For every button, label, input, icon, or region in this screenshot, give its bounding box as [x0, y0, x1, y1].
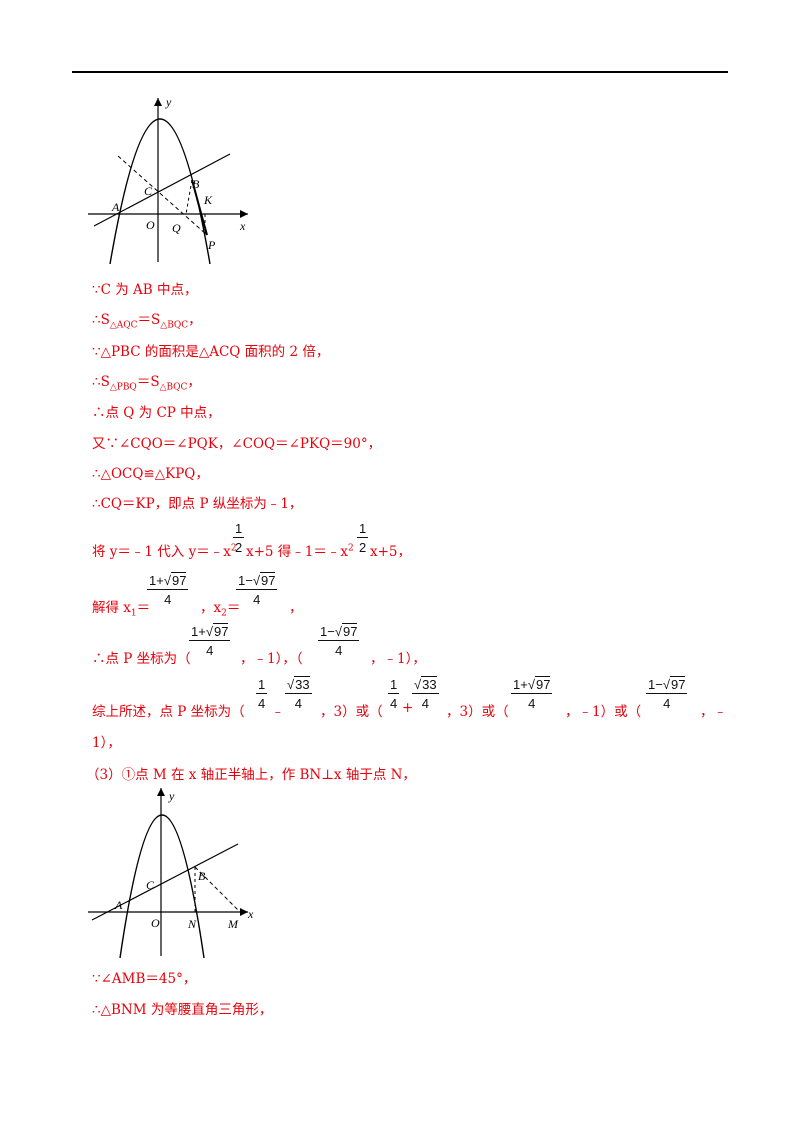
text-line-12g: ，﹣ — [700, 704, 727, 720]
fig2-C-label: C — [146, 878, 155, 892]
fig2-A-label: A — [114, 898, 123, 912]
fig2-N-label: N — [187, 917, 197, 931]
text-line-10e: ， — [289, 600, 303, 616]
text-line-11a: ∴点 P 坐标为（ — [92, 651, 191, 667]
fig1-B-label: B — [192, 177, 200, 191]
figure-parabola-1: y x A C B K O Q P — [88, 92, 258, 264]
text-line-11c: ，﹣1）， — [370, 651, 426, 667]
text-line-4: ∴S△PBQ＝S△BQC， — [92, 374, 201, 393]
fig2-M-label: M — [227, 917, 239, 931]
fig1-y-label: y — [165, 95, 172, 109]
text-line-2: ∴S△AQC＝S△BQC， — [92, 312, 202, 331]
text-line-7: ∴△OCQ≌△KPQ， — [92, 466, 209, 482]
fig2-B-label: B — [198, 869, 206, 883]
fig1-O-label: O — [146, 218, 155, 232]
sub-pbq: △PBQ — [109, 382, 137, 393]
fig1-A-label: A — [111, 200, 120, 214]
text-line-10c: ，x2＝ — [200, 600, 241, 619]
text-line-12a: 综上所述，点 P 坐标为（ — [92, 704, 245, 720]
sub-bqc: △BQC — [160, 320, 189, 331]
text-line-11b: ，﹣1），（ — [240, 651, 303, 667]
fig1-P-label: P — [207, 238, 216, 252]
text-line-15: ∵∠AMB＝45°， — [92, 971, 197, 987]
text-line-13: 1）， — [92, 735, 121, 751]
sub-aqc: △AQC — [109, 320, 138, 331]
text-line-16: ∴△BNM 为等腰直角三角形， — [92, 1002, 273, 1018]
text-line-12f: ，﹣1）或（ — [565, 704, 642, 720]
text-line-9c: x+5， — [370, 544, 412, 560]
text-line-12e: ，3）或（ — [446, 704, 509, 720]
sub-bqc-2: △BQC — [159, 382, 188, 393]
text-line-12c: ，3）或（ — [320, 704, 383, 720]
text-line-5: ∴点 Q 为 CP 中点， — [92, 405, 221, 421]
text-line-1: ∵C 为 AB 中点， — [92, 282, 198, 298]
fig1-C-label: C — [144, 184, 153, 198]
text-line-6: 又∵∠CQO＝∠PQK，∠COQ＝∠PKQ＝90°， — [92, 436, 382, 452]
figure-parabola-2: y x A C B O N M — [88, 786, 258, 958]
fig2-x-label: x — [247, 907, 254, 921]
text-line-9a: 将 y＝﹣1 代入 y＝﹣x2 — [92, 543, 237, 561]
text-line-14: （3）①点 M 在 x 轴正半轴上，作 BN⊥x 轴于点 N， — [86, 767, 416, 783]
text-line-3: ∵△PBC 的面积是△ACQ 面积的 2 倍， — [92, 344, 330, 360]
text-line-12b: ﹣ — [271, 704, 285, 720]
text-line-9b: x+5 得﹣1＝﹣x2 — [246, 543, 354, 561]
header-rule — [72, 71, 728, 73]
fig2-y-label: y — [168, 789, 175, 803]
text-line-12d: + — [402, 700, 414, 716]
fig1-x-label: x — [239, 219, 246, 233]
fig1-K-label: K — [203, 193, 213, 207]
text-line-10a: 解得 x1＝ — [92, 600, 151, 619]
fig2-O-label: O — [151, 916, 160, 930]
text-line-8: ∴CQ＝KP，即点 P 纵坐标为﹣1， — [92, 496, 303, 512]
fig1-Q-label: Q — [172, 221, 181, 235]
